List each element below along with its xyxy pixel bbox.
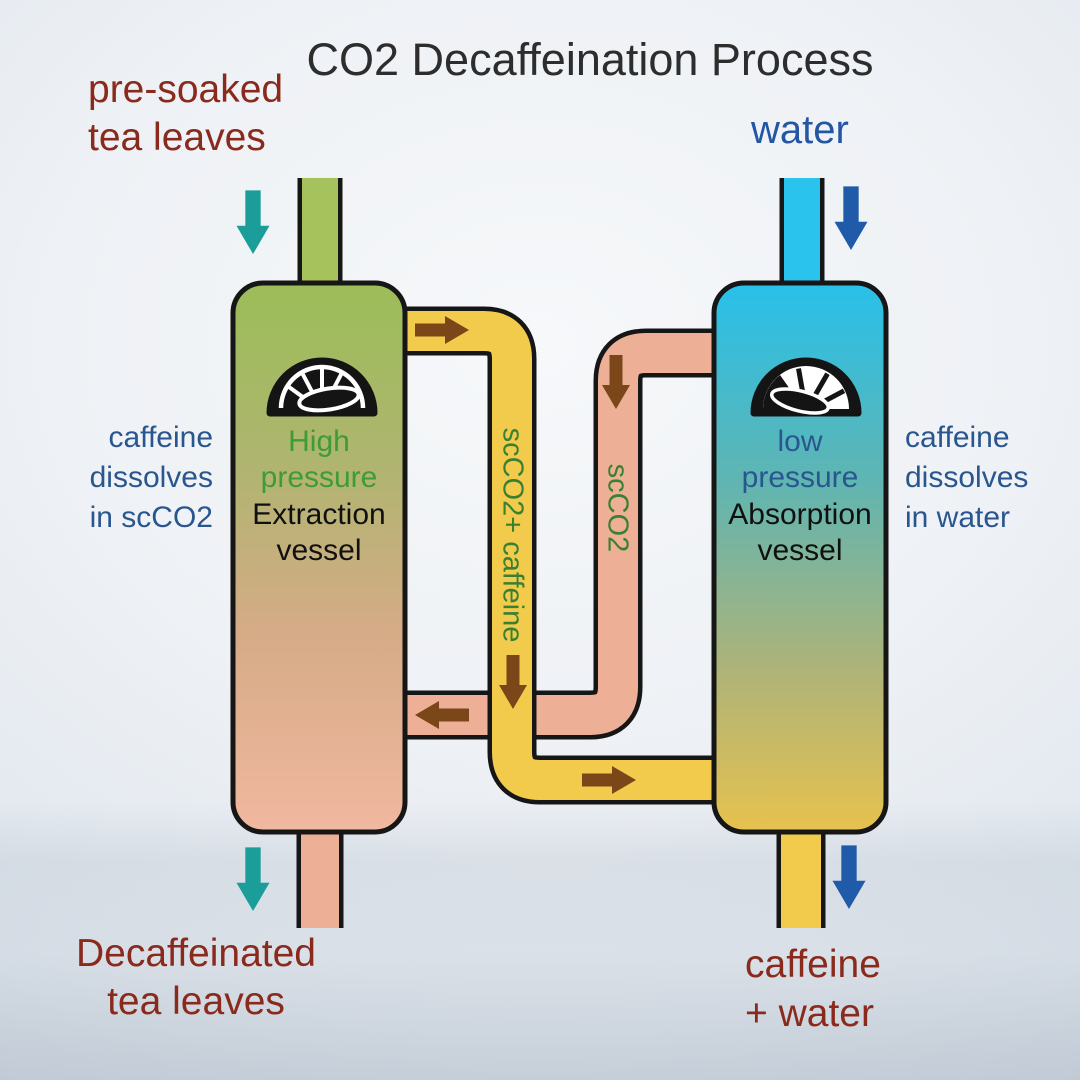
pipe-scco2-label: scCO2 [601,463,634,553]
extraction-vessel [230,280,408,835]
pipe-scco2-fill [396,333,730,735]
absorption-note: caffeine dissolves in water [905,421,1029,534]
page-title: CO2 Decaffeination Process [306,34,874,85]
pressure-gauge-high-icon [266,357,378,417]
absorption-pressure-label: low pressure [741,425,859,494]
absorption-vessel-label: Absorption vessel [728,498,872,567]
absorption-vessel [711,280,889,835]
pipe-scco2 [396,328,730,740]
caffeine-out-arrow-icon [832,845,866,910]
water-in-label: water [751,108,849,152]
extraction-vessel-label: Extraction vessel [252,498,386,567]
pipe-scco2-caffeine [386,306,734,805]
tea-out-arrow-icon [236,847,270,912]
tea-out-label: Decaffeinated tea leaves [76,932,316,1023]
tea-in-arrow-icon [236,190,270,255]
water-in-arrow-icon [834,186,868,251]
tea-in-label: pre-soaked tea leaves [88,68,284,159]
caffeine-out-label: caffeine + water [745,943,881,1035]
pressure-gauge-low-icon [750,357,862,417]
extraction-pressure-label: High pressure [260,425,378,494]
pipe-scco2-outline [396,328,730,740]
pipe-scco2-caffeine-label: scCO2+ caffeine [496,427,529,643]
pipe-scco2-caffeine-fill [386,311,734,800]
extraction-note: caffeine dissolves in scCO2 [89,421,213,534]
floor-shading [0,800,1080,1080]
